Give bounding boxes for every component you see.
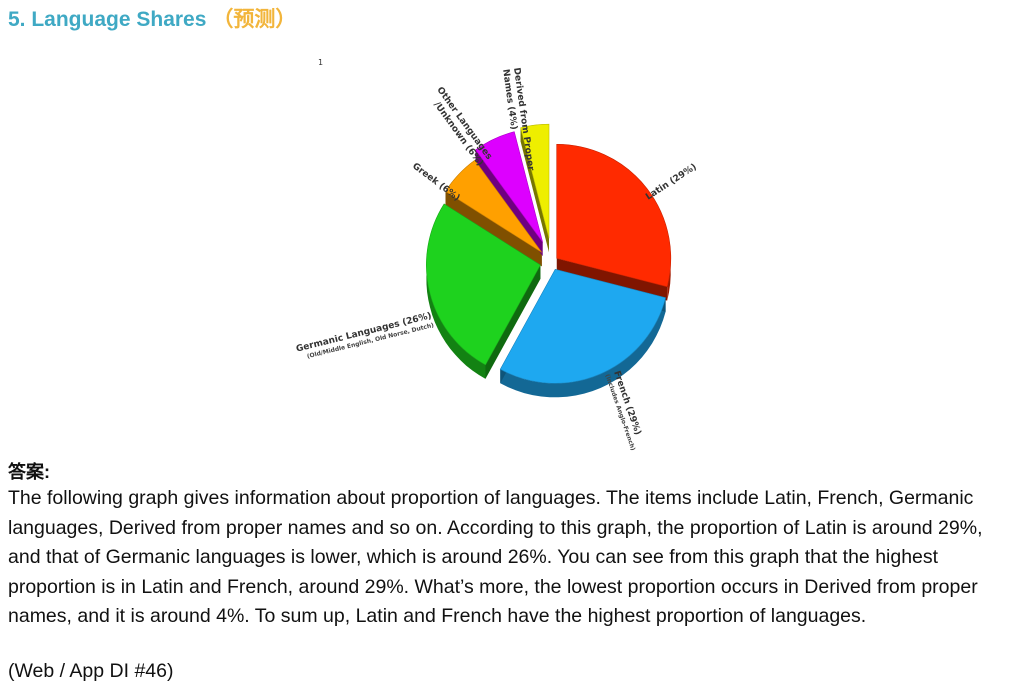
section-title: 5. Language Shares（预测） [8,3,296,33]
answer-text: The following graph gives information ab… [8,487,983,627]
pie-slice-side [500,297,666,398]
section-title-text: 5. Language Shares [8,8,207,31]
slice-label: Latin (29%) [644,162,699,202]
pie-slice-greek [445,159,543,253]
slice-label-text: Latin (29%) [644,162,699,202]
page-marker: 1 [318,58,323,67]
pie-slice-other-languages-unknown [475,131,543,243]
prediction-tag: （预测） [212,8,297,31]
pie-slice-derived-from-proper-names [520,123,550,239]
pie-slice-wall [475,149,543,257]
pie-slice-wall [556,258,668,301]
pie-slice-wall [485,264,541,379]
pie-slice-french [499,268,666,384]
answer-heading: 答案: [8,462,50,482]
slice-label: French (29%)(includes Anglo-French) [604,370,643,452]
source-note: (Web / App DI #46) [8,660,174,682]
pie-slice-wall [520,127,549,253]
slice-label: Other Languages/Unknown (6%) [431,85,493,168]
pie-slice-wall [445,191,542,267]
pie-slice-latin [556,143,672,288]
pie-slice-germanic-languages [426,203,541,366]
slice-label: Germanic Languages (26%)(Old/Middle Engl… [295,311,435,360]
